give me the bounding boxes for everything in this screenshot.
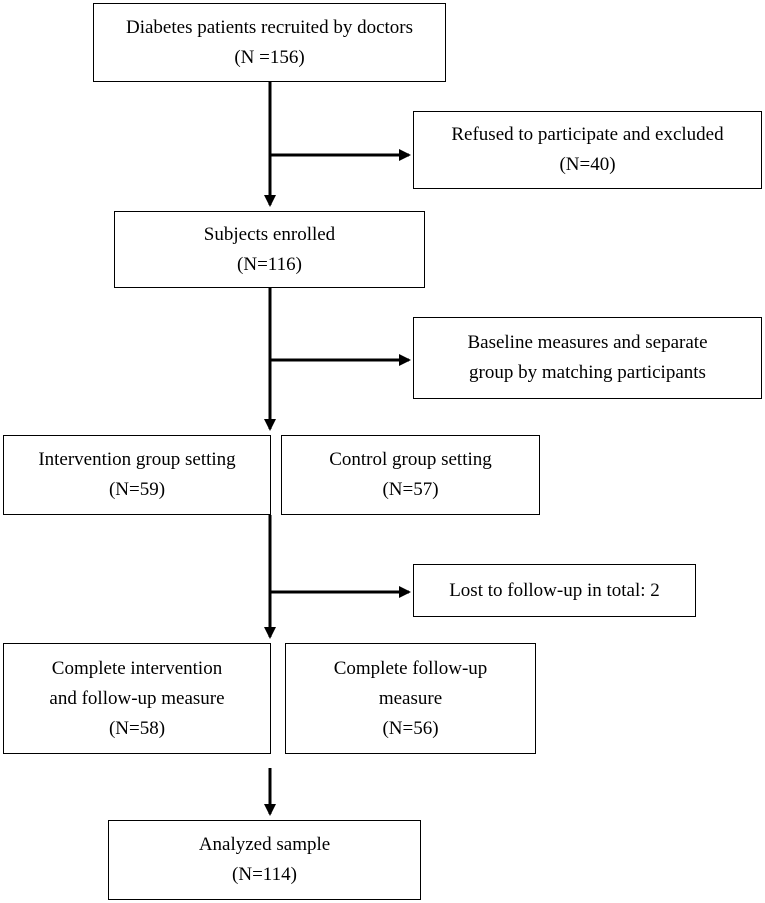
intervention-group-count: (N=59) — [108, 479, 166, 500]
complete-followup-line2: measure — [378, 687, 443, 709]
complete-intervention-line1: Complete intervention — [51, 657, 223, 679]
complete-followup-count: (N=56) — [382, 717, 439, 739]
intervention-group-label: Intervention group setting — [38, 449, 236, 470]
box-analyzed: Analyzed sample (N=114) — [108, 820, 421, 900]
enrolled-label: Subjects enrolled — [203, 223, 336, 245]
box-control-group: Control group setting (N=57) — [281, 435, 540, 515]
box-intervention-group: Intervention group setting (N=59) — [3, 435, 271, 515]
control-group-label: Control group setting — [329, 449, 492, 470]
recruited-count: (N =156) — [234, 46, 305, 68]
box-baseline: Baseline measures and separate group by … — [413, 317, 762, 399]
complete-followup-line1: Complete follow-up — [333, 657, 488, 679]
refused-label: Refused to participate and excluded — [451, 124, 724, 145]
baseline-line1: Baseline measures and separate — [467, 332, 708, 353]
box-refused: Refused to participate and excluded (N=4… — [413, 111, 762, 189]
box-complete-followup: Complete follow-up measure (N=56) — [285, 643, 536, 754]
complete-intervention-line2: and follow-up measure — [49, 687, 225, 709]
recruited-label: Diabetes patients recruited by doctors — [125, 16, 413, 38]
complete-intervention-count: (N=58) — [108, 717, 166, 739]
refused-count: (N=40) — [559, 154, 616, 175]
enrolled-count: (N=116) — [237, 253, 302, 275]
control-group-count: (N=57) — [382, 479, 439, 500]
analyzed-count: (N=114) — [232, 864, 297, 885]
lost-label: Lost to follow-up in total: 2 — [449, 579, 660, 601]
box-recruited: Diabetes patients recruited by doctors (… — [93, 3, 446, 82]
baseline-line2: group by matching participants — [469, 362, 706, 383]
box-lost-to-followup: Lost to follow-up in total: 2 — [413, 564, 696, 617]
box-enrolled: Subjects enrolled (N=116) — [114, 211, 425, 288]
analyzed-label: Analyzed sample — [198, 834, 331, 855]
box-complete-intervention: Complete intervention and follow-up meas… — [3, 643, 271, 754]
